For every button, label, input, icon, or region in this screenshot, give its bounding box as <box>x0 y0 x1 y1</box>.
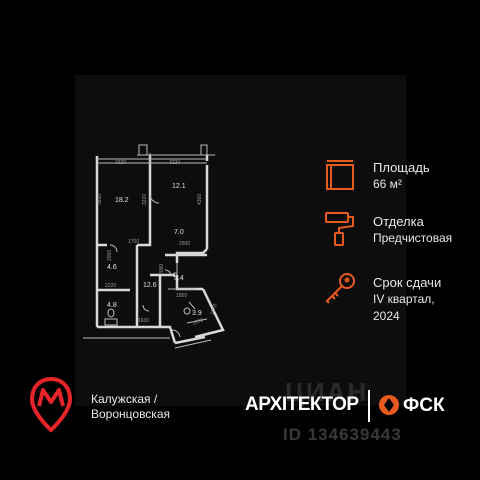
dimension-label: 2220 <box>105 283 116 289</box>
metro-station-line2: Воронцовская <box>91 407 170 421</box>
dimension-label: 3220 <box>142 194 148 205</box>
key-icon <box>325 273 355 304</box>
dimension-label: 2050 <box>107 250 113 261</box>
room-area: 4.8 <box>107 302 117 309</box>
dimension-label: 4360 <box>197 194 203 205</box>
dimension-label: 3830 <box>97 194 103 205</box>
dimension-label: 1700 <box>128 239 139 245</box>
room-area: 3.9 <box>192 310 202 317</box>
room-area: 12.6 <box>143 282 157 289</box>
dimension-label: 3320 <box>115 160 126 166</box>
room-area: 4.6 <box>107 264 117 271</box>
dimension-label: 1850 <box>176 293 187 299</box>
finish-value: Предчистовая <box>373 231 453 245</box>
dimension-label: 3220 <box>169 160 180 166</box>
logo-divider <box>368 390 370 422</box>
partner-logo: ФСК <box>403 395 445 416</box>
floorplan: 18.2 12.1 7.0 4.6 3.4 12.6 4.8 3.9 3320 … <box>83 144 225 349</box>
room-area: 3.4 <box>174 275 184 282</box>
dimension-label: 1630 <box>138 318 149 324</box>
watermark-logo: ЦИАН <box>285 377 369 407</box>
room-area: 7.0 <box>174 229 184 236</box>
paint-roller-icon <box>325 212 354 246</box>
finish-label: Отделка <box>373 214 424 229</box>
area-icon <box>326 160 354 190</box>
dimension-label: 1870 <box>209 303 219 316</box>
watermark-id: ID 134639443 <box>283 425 402 444</box>
dimension-label: 1670 <box>192 317 205 327</box>
room-area: 12.1 <box>172 183 186 190</box>
dimension-label: 2500 <box>179 241 190 247</box>
fsk-logo-icon <box>379 395 399 415</box>
metro-station-line1: Калужская / <box>91 392 158 406</box>
area-value: 66 м² <box>373 177 402 191</box>
area-label: Площадь <box>373 160 430 175</box>
deadline-label: Срок сдачи <box>373 275 442 290</box>
dimension-label: 2050 <box>159 264 165 275</box>
developer-logo: АРХІТЕКТОР <box>245 394 359 415</box>
deadline-value-line2: 2024 <box>373 309 400 323</box>
room-area: 18.2 <box>115 197 129 204</box>
plan-card: 18.2 12.1 7.0 4.6 3.4 12.6 4.8 3.9 3320 … <box>75 75 406 406</box>
deadline-value-line1: IV квартал, <box>373 292 435 306</box>
metro-m-icon <box>29 376 73 433</box>
